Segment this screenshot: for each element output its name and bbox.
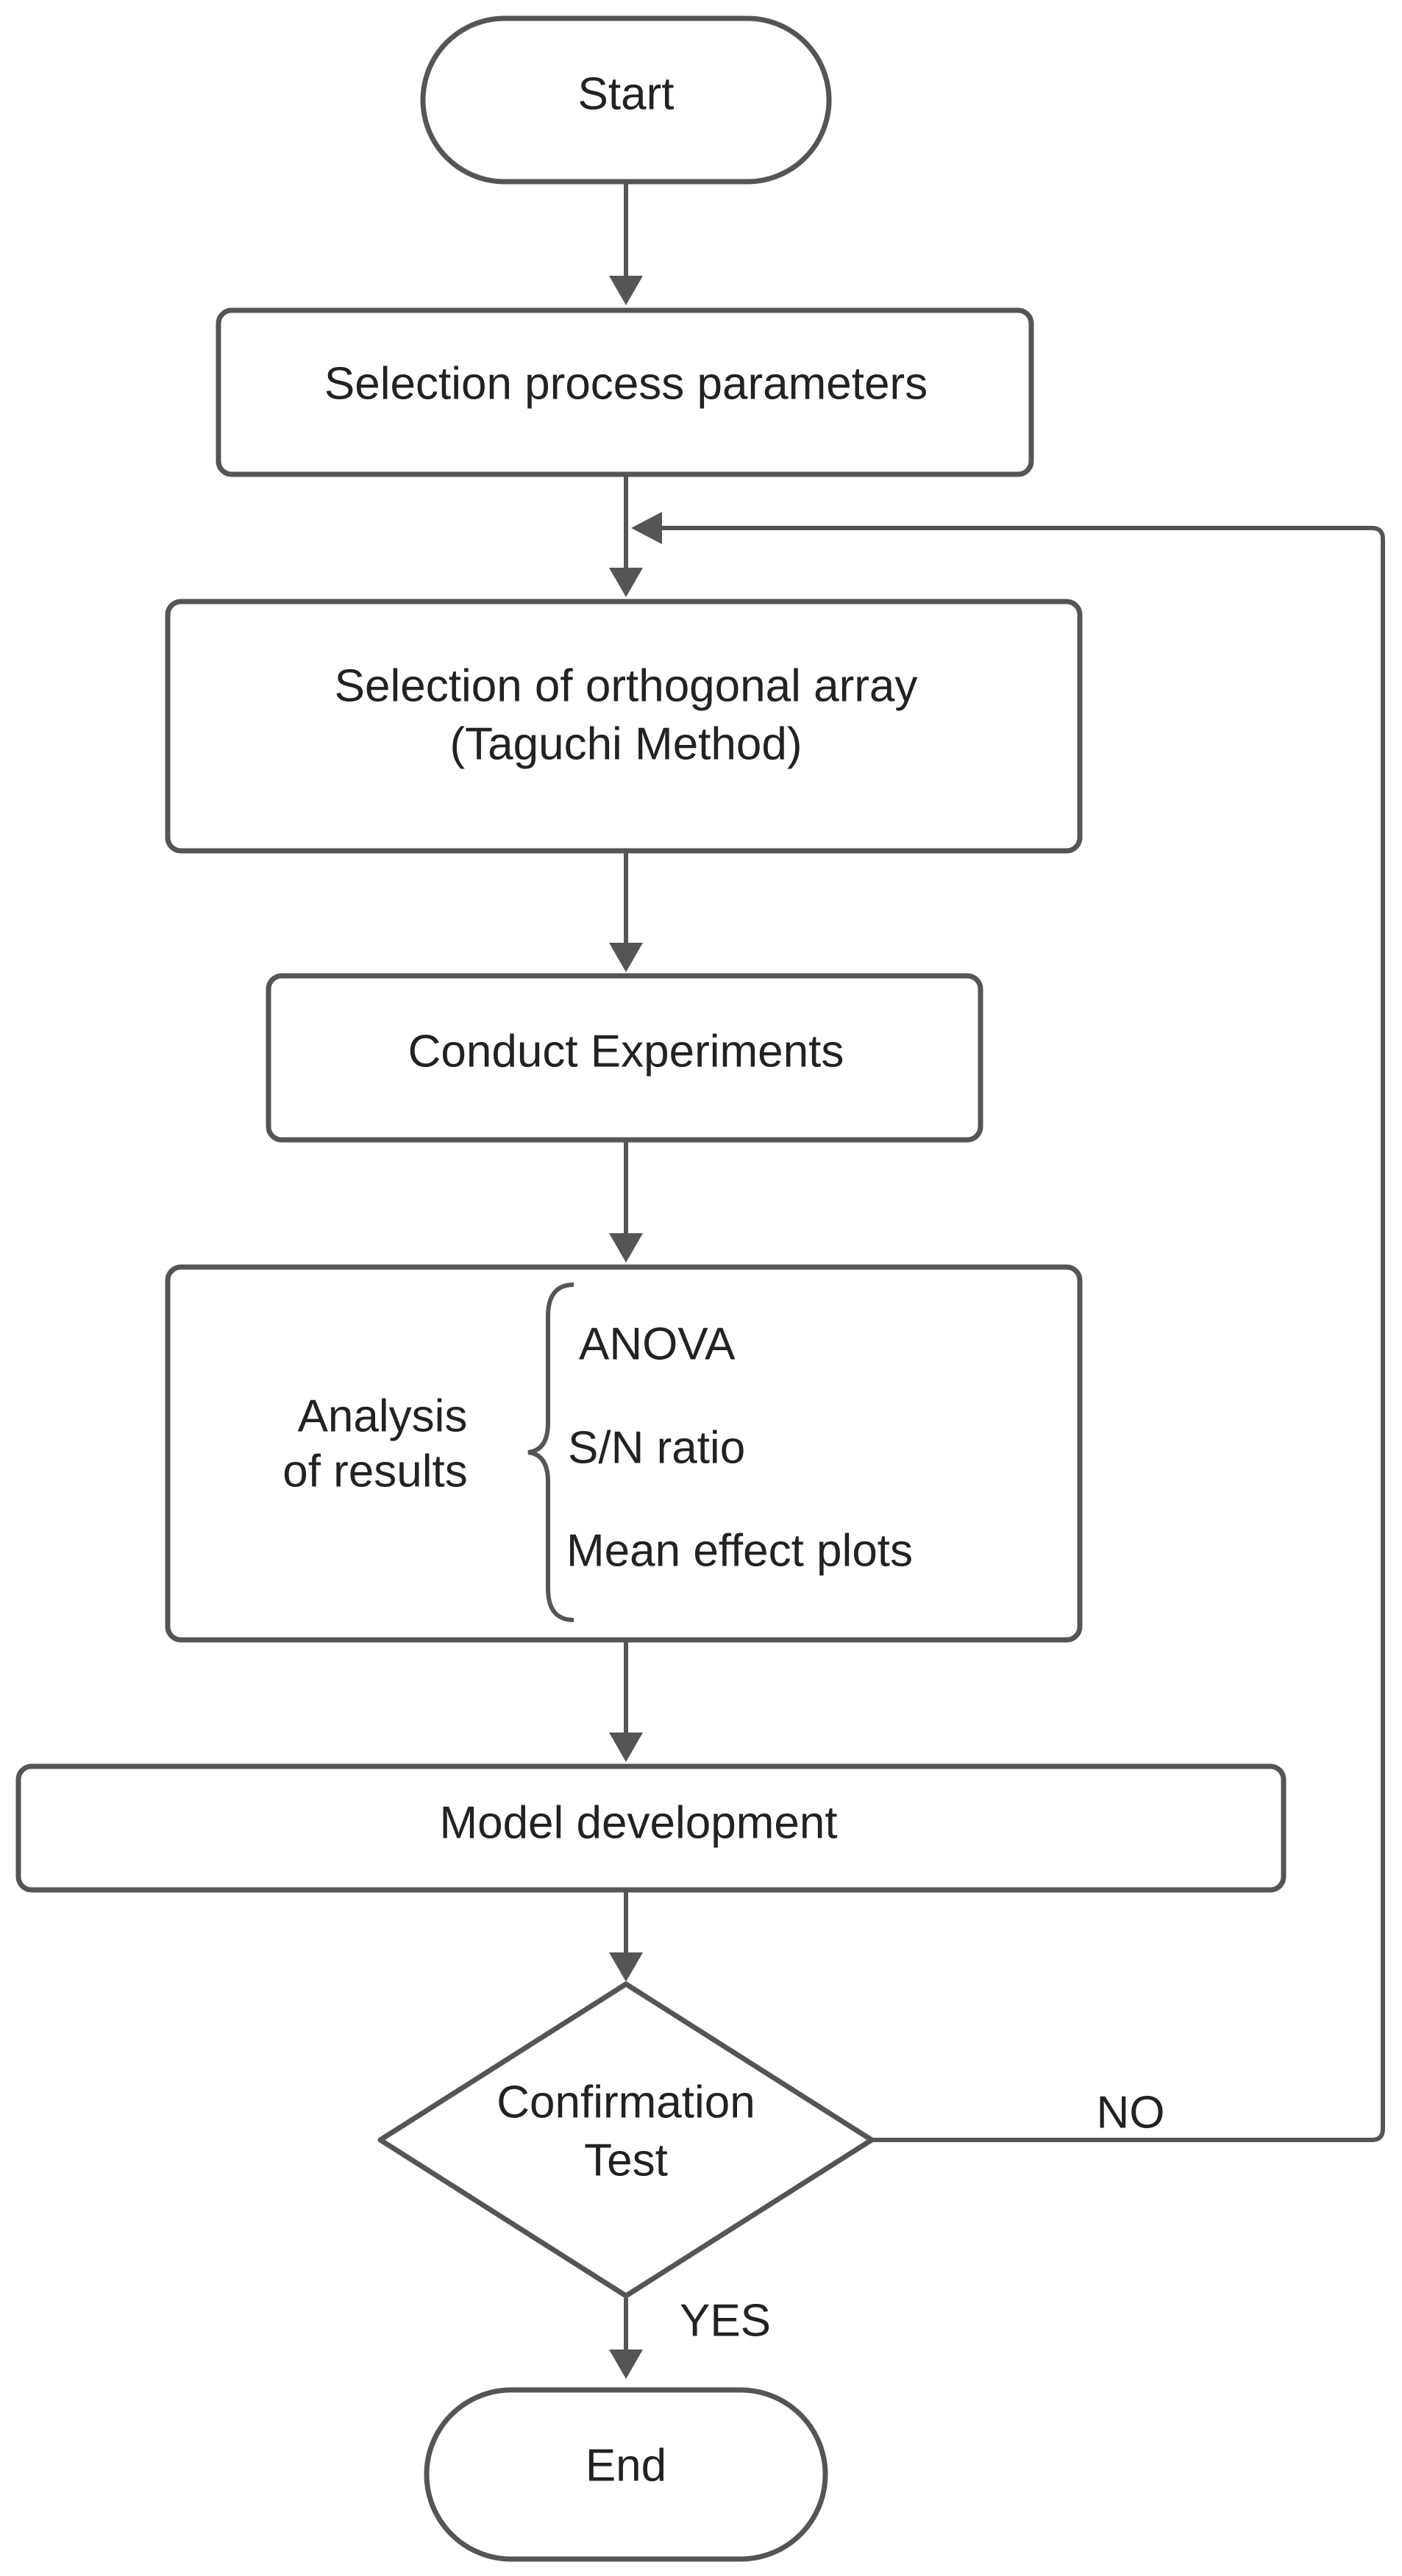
model-development-box [15, 1763, 1287, 1893]
analysis-curly-brace [527, 1282, 574, 1622]
orthogonal-array-line1: Selection of orthogonal array [335, 660, 918, 711]
end-label: End [586, 2440, 666, 2491]
confirmation-test-decision [377, 1981, 875, 2299]
no-branch-label: NO [1097, 2087, 1165, 2138]
start-label: Start [578, 68, 675, 119]
analysis-box [165, 1264, 1083, 1643]
arrowhead-experiments [609, 943, 643, 972]
confirmation-test-line1: Confirmation [497, 2077, 755, 2127]
end-terminal [424, 2387, 828, 2562]
arrowhead-end [609, 2350, 643, 2379]
analysis-item-mean-effect-plots: Mean effect plots [566, 1525, 913, 1576]
arrowhead-model [609, 1733, 643, 1762]
arrowhead-selection [609, 276, 643, 305]
conduct-experiments-box [266, 973, 983, 1143]
arrowhead-no-loop [631, 512, 662, 544]
analysis-item-sn-ratio: S/N ratio [568, 1422, 745, 1473]
start-terminal [420, 15, 832, 185]
analysis-label-line2: of results [282, 1446, 468, 1496]
connectors [609, 184, 1385, 2379]
orthogonal-array-box [165, 599, 1083, 854]
analysis-item-anova: ANOVA [579, 1319, 736, 1369]
confirmation-test-line2: Test [584, 2135, 668, 2186]
analysis-label-line1: Analysis [298, 1391, 468, 1441]
arrowhead-orthogonal [609, 568, 643, 597]
selection-process-label: Selection process parameters [324, 358, 928, 409]
arrowhead-confirmation [609, 1952, 643, 1982]
orthogonal-array-line2: (Taguchi Method) [449, 718, 802, 769]
connector-no-loop [662, 526, 1385, 2142]
arrowhead-analysis [609, 1233, 643, 1263]
conduct-experiments-label: Conduct Experiments [408, 1026, 844, 1077]
yes-branch-label: YES [680, 2295, 771, 2346]
model-development-label: Model development [439, 1797, 837, 1848]
selection-process-box [216, 307, 1034, 477]
